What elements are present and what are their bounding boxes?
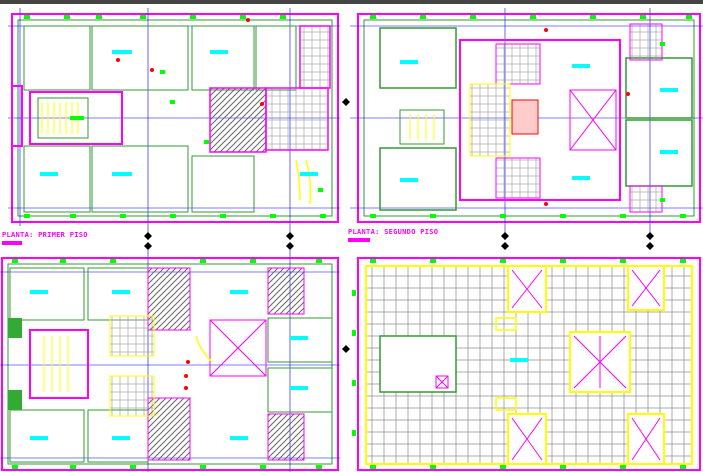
plan-second-floor [350,8,703,240]
second-floor-title-underline [348,238,370,242]
axis-markers-top [144,98,654,353]
first-floor-title-underline [2,241,22,245]
plan-first-floor [8,8,340,240]
drawing-top-frame [0,0,703,4]
second-floor-title: PLANTA: SEGUNDO PISO [348,228,439,236]
first-floor-title: PLANTA: PRIMER PISO [2,231,88,239]
plan-third-floor [0,250,340,472]
plan-roof [352,257,701,471]
